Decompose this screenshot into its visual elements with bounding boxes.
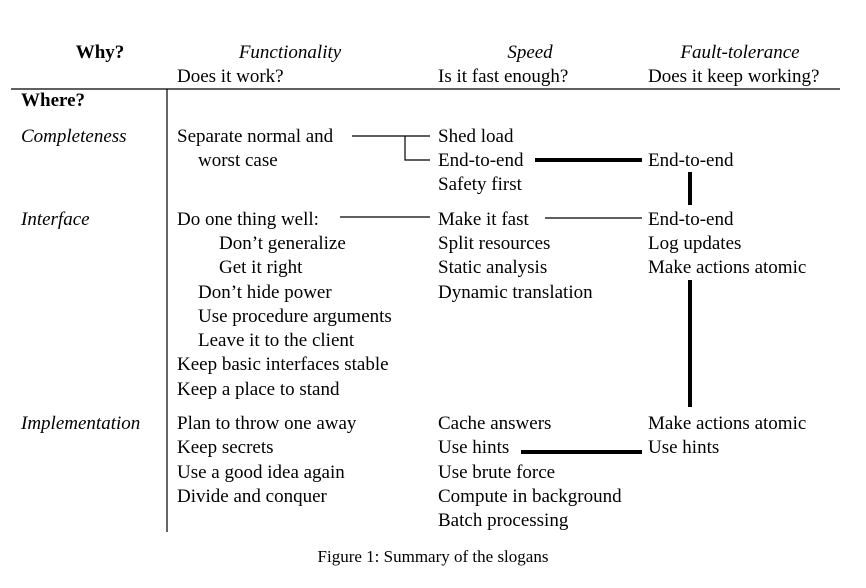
slogan: Log updates <box>648 233 742 254</box>
slogan: Use procedure arguments <box>198 306 392 327</box>
slogan: worst case <box>198 150 278 171</box>
row-label-implementation: Implementation <box>21 413 141 434</box>
slogan: End-to-end <box>648 150 734 171</box>
functionality-title: Functionality <box>238 42 342 63</box>
fault-title: Fault-tolerance <box>680 42 800 63</box>
slogan: Compute in background <box>438 486 622 507</box>
slogan: Keep a place to stand <box>177 379 340 400</box>
slogan: Separate normal and <box>177 126 334 147</box>
figure-caption: Figure 1: Summary of the slogans <box>317 547 549 566</box>
fault-question: Does it keep working? <box>648 66 820 87</box>
slogan: Make actions atomic <box>648 413 807 434</box>
where-header: Where? <box>21 90 86 111</box>
slogan: Don’t hide power <box>198 282 332 303</box>
slogan: Do one thing well: <box>177 209 319 230</box>
connector-separate-endtoend <box>404 136 430 161</box>
slogan: Use a good idea again <box>177 462 345 483</box>
slogan: Plan to throw one away <box>177 413 357 434</box>
slogan: Shed load <box>438 126 514 147</box>
slogan: Cache answers <box>438 413 552 434</box>
slogan: Use hints <box>438 437 510 458</box>
slogan: Static analysis <box>438 257 548 278</box>
functionality-question: Does it work? <box>177 66 284 87</box>
slogan: Split resources <box>438 233 551 254</box>
slogan: Use hints <box>648 437 720 458</box>
slogan: Dynamic translation <box>438 282 593 303</box>
slogan: Use brute force <box>438 462 556 483</box>
row-label-completeness: Completeness <box>21 126 127 147</box>
slogan: Get it right <box>219 257 303 278</box>
slogan: Make actions atomic <box>648 257 807 278</box>
slogan: Safety first <box>438 174 522 195</box>
slogan: Keep secrets <box>177 437 274 458</box>
why-header: Why? <box>75 42 125 63</box>
slogan: End-to-end <box>438 150 524 171</box>
slogan: Don’t generalize <box>219 233 346 254</box>
speed-question: Is it fast enough? <box>438 66 569 87</box>
slogan: Make it fast <box>438 209 529 230</box>
slogan: Divide and conquer <box>177 486 327 507</box>
speed-title: Speed <box>507 42 553 63</box>
row-label-interface: Interface <box>21 209 90 230</box>
slogan: Keep basic interfaces stable <box>177 354 389 375</box>
slogan: Leave it to the client <box>198 330 355 351</box>
slogan: Batch processing <box>438 510 569 531</box>
slogan: End-to-end <box>648 209 734 230</box>
